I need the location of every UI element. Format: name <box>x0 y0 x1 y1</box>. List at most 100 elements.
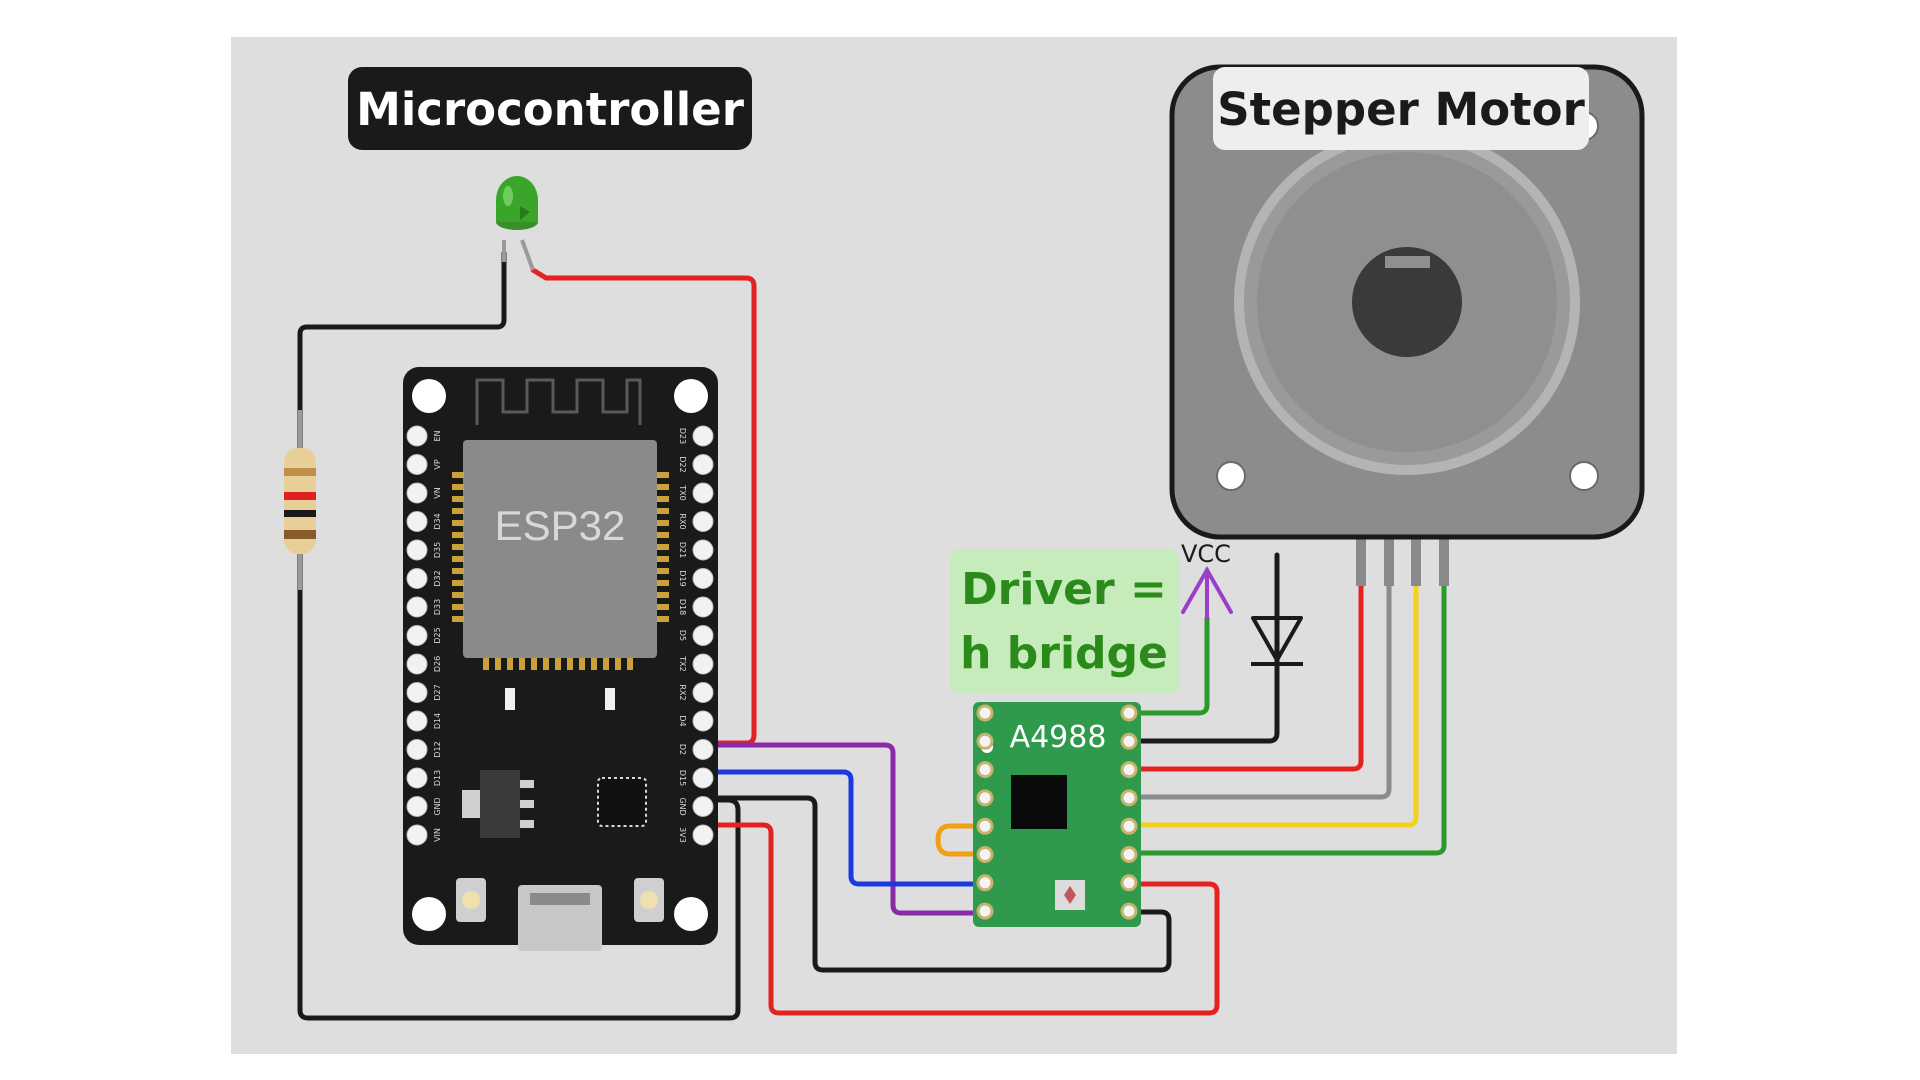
esp32-pin-label: VN <box>433 487 442 498</box>
esp32-pin-label: D4 <box>678 715 687 726</box>
wire-gnd-black <box>697 795 1172 973</box>
esp32-right-pin-header: D23D22TX0RX0D21D19D18D5TX2RX2D4D2D15GND3… <box>678 425 714 846</box>
driver-pin <box>1120 704 1138 722</box>
wire-1a-yellow <box>1126 580 1419 828</box>
esp32-pin-vn <box>406 482 428 504</box>
driver-label: Driver = h bridge <box>950 549 1179 694</box>
esp32-pin-label: D27 <box>433 684 442 700</box>
driver-pin <box>1120 846 1138 863</box>
wires <box>297 250 1447 1021</box>
esp32-pin-label: D2 <box>678 744 687 755</box>
esp32-chip-label: ESP32 <box>495 502 626 549</box>
esp32-pin-label: D19 <box>678 570 687 586</box>
esp32-pin-vp <box>406 454 428 475</box>
esp32-pin-d32 <box>406 568 428 589</box>
esp32-pin-label: D5 <box>678 630 687 641</box>
esp32-pin-tx0 <box>692 482 714 504</box>
driver-label-line1: Driver = <box>961 564 1167 615</box>
esp32-pin-d33 <box>406 596 428 618</box>
driver-pin <box>1120 789 1138 807</box>
esp32-pin-label: D33 <box>433 599 442 615</box>
esp32-pin-d22 <box>692 454 714 475</box>
driver-pin <box>1120 874 1138 892</box>
esp32-pin-label: EN <box>433 430 442 441</box>
esp32-pin-label: GND <box>433 797 442 815</box>
esp32-pin-label: TX0 <box>678 484 687 500</box>
esp32-pin-d34 <box>406 511 428 532</box>
esp32-pin-d12 <box>406 739 428 760</box>
esp32-pin-d27 <box>406 682 428 703</box>
esp32-pin-en <box>406 425 428 447</box>
driver-pin <box>976 704 994 722</box>
wire-led-cathode-black <box>297 250 741 1021</box>
esp32-pin-label: RX2 <box>678 684 687 700</box>
driver-pin <box>976 761 994 779</box>
esp32-pin-d26 <box>406 653 428 675</box>
esp32-pin-label: D15 <box>678 770 687 786</box>
esp32-pin-label: D18 <box>678 599 687 615</box>
driver-pin <box>1120 761 1138 779</box>
driver-label-line2: h bridge <box>960 628 1168 679</box>
esp32-pin-rx0 <box>692 511 714 532</box>
esp32-pin-tx2 <box>692 653 714 675</box>
esp32-pin-label: D25 <box>433 627 442 643</box>
esp32-pin-vin <box>406 824 428 846</box>
wire-reset-sleep-orange <box>935 823 988 857</box>
wire-vmot-green <box>1126 615 1210 716</box>
vcc-arrow-icon <box>1181 565 1233 620</box>
esp32-pin-d5 <box>692 625 714 646</box>
esp32-pin-gnd <box>406 796 428 817</box>
wire-2b-red <box>1126 580 1364 772</box>
ground-symbol-icon <box>1251 616 1303 672</box>
esp32-pin-label: D32 <box>433 570 442 586</box>
wire-motor-gnd-black <box>1126 552 1280 744</box>
microcontroller-label: Microcontroller <box>348 67 752 150</box>
esp32-pin-d14 <box>406 710 428 732</box>
microcontroller-label-text: Microcontroller <box>356 83 745 136</box>
esp32-pin-d4 <box>692 710 714 732</box>
driver-right-pin-header <box>1120 704 1138 920</box>
esp32-pin-label: D22 <box>678 456 687 472</box>
stepper-motor-label: Stepper Motor <box>1213 67 1589 150</box>
stepper-motor <box>1169 64 1645 586</box>
esp32-pin-label: D35 <box>433 542 442 558</box>
wire-step-blue <box>697 769 988 887</box>
driver-pin <box>976 846 994 863</box>
driver-pin <box>1120 902 1138 920</box>
esp32-pin-gnd <box>692 796 714 817</box>
esp32-pin-3v3 <box>692 824 714 846</box>
wire-1b-green <box>1126 580 1447 856</box>
a4988-driver-board: A4988 <box>973 702 1141 927</box>
esp32-pin-label: D26 <box>433 656 442 672</box>
esp32-pin-d2 <box>692 739 714 760</box>
esp32-pin-d21 <box>692 539 714 561</box>
esp32-pin-label: D14 <box>433 713 442 729</box>
esp32-pin-label: TX2 <box>678 655 687 671</box>
driver-pin <box>976 732 994 750</box>
esp32-pin-label: D23 <box>678 428 687 444</box>
driver-pin <box>1120 817 1138 835</box>
esp32-pin-label: D12 <box>433 741 442 757</box>
esp32-pin-d23 <box>692 425 714 447</box>
driver-pin <box>976 817 994 835</box>
driver-pin <box>976 902 994 920</box>
esp32-pin-label: D34 <box>433 513 442 529</box>
stepper-motor-label-text: Stepper Motor <box>1217 83 1585 136</box>
driver-pin <box>976 874 994 892</box>
wire-2a-gray <box>1126 580 1392 800</box>
esp32-pin-label: GND <box>678 797 687 815</box>
esp32-pin-d25 <box>406 625 428 646</box>
wire-dir-purple <box>697 742 988 916</box>
esp32-pin-d15 <box>692 767 714 789</box>
esp32-pin-label: VIN <box>433 828 442 842</box>
esp32-pin-d13 <box>406 767 428 789</box>
esp32-left-pin-header: ENVPVND34D35D32D33D25D26D27D14D12D13GNDV… <box>406 425 442 846</box>
vcc-label: VCC <box>1181 540 1231 568</box>
esp32-pin-rx2 <box>692 682 714 703</box>
esp32-board: ESP32 <box>403 367 718 951</box>
esp32-pin-d35 <box>406 539 428 561</box>
esp32-pin-label: RX0 <box>678 513 687 529</box>
led-icon <box>496 176 538 271</box>
esp32-pin-d19 <box>692 568 714 589</box>
